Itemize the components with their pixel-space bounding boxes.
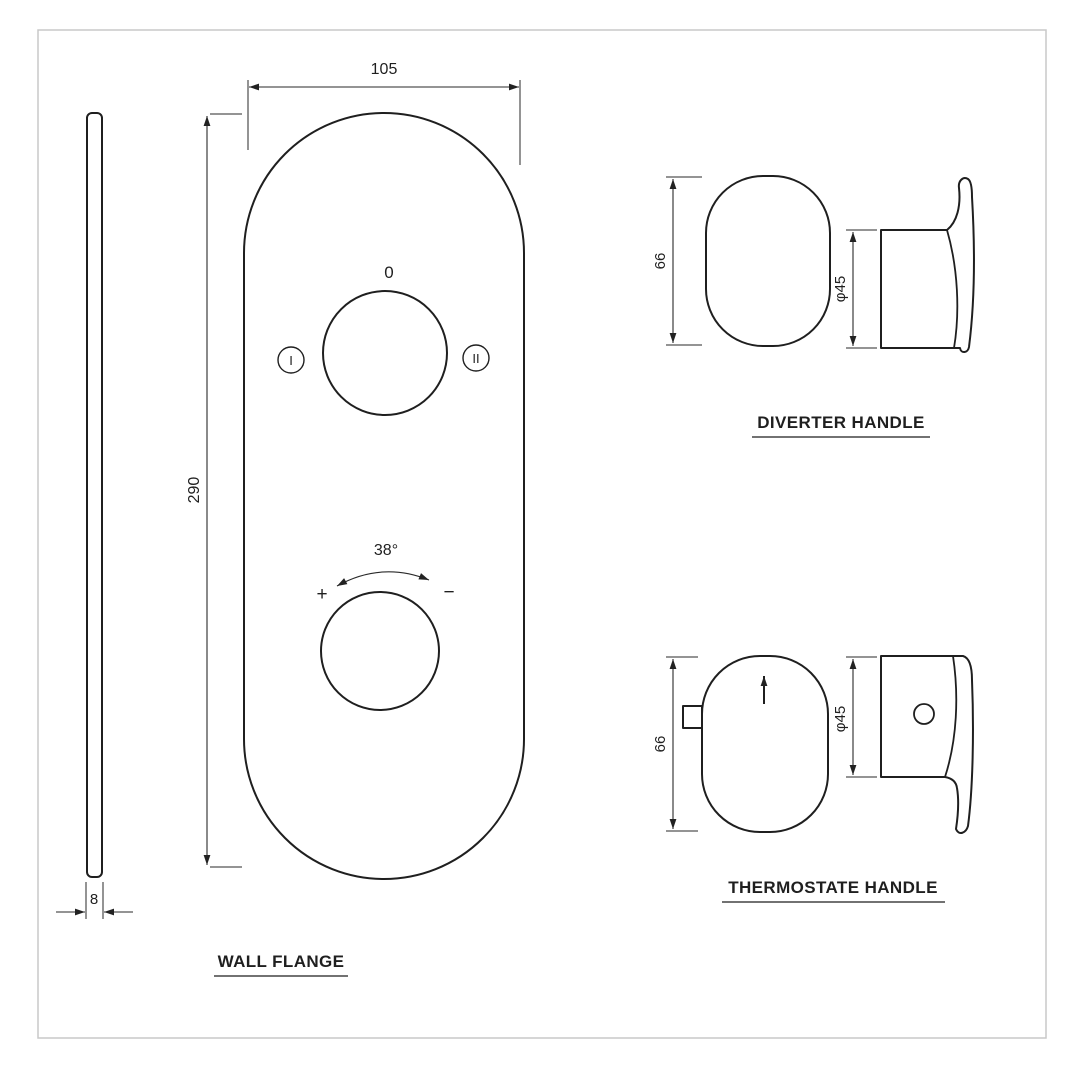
thermostat-handle-side-outline — [880, 655, 974, 834]
thermostat-handle-tab — [682, 705, 703, 729]
plus-label: + — [316, 584, 327, 605]
diverter-height-label: 66 — [652, 253, 669, 270]
position-two-label: II — [472, 351, 479, 366]
thermostat-handle-title: THERMOSTATE HANDLE — [728, 878, 938, 897]
diverter-diameter-label: φ45 — [832, 276, 849, 302]
thermostat-diameter-label: φ45 — [832, 706, 849, 732]
thermostat-handle-side-inner-curve — [944, 655, 958, 778]
diverter-handle-views: 66 φ45 DIVERTER HANDLE — [652, 175, 975, 438]
wall-flange-side-view: 8 — [56, 112, 133, 919]
diverter-zero-label: 0 — [384, 263, 393, 282]
thickness-dimension-label: 8 — [90, 891, 98, 908]
position-two-circle — [462, 344, 490, 372]
thermostat-handle-front-outline — [701, 655, 829, 833]
thermostat-knob-circle — [320, 591, 440, 711]
thermostat-side-screw-hole — [913, 703, 935, 725]
diverter-knob-circle — [322, 290, 448, 416]
height-dimension-label: 290 — [186, 477, 203, 504]
minus-label: − — [443, 582, 454, 603]
wall-flange-side-outline — [86, 112, 103, 878]
rotation-angle-label: 38° — [374, 542, 398, 559]
diverter-handle-title: DIVERTER HANDLE — [757, 413, 925, 432]
diverter-handle-side-inner-curve — [946, 229, 959, 349]
wall-flange-outline — [243, 112, 525, 880]
diverter-handle-side-outline — [880, 177, 975, 353]
wall-flange-title: WALL FLANGE — [218, 952, 345, 971]
rotation-arc-arrow — [336, 571, 430, 587]
thermostat-handle-views: 66 φ45 THERMOSTATE HANDLE — [652, 655, 974, 903]
wall-flange-front-view: 105 290 0 I II 38° + − WALL FLANGE — [186, 61, 525, 977]
diverter-handle-front-outline — [705, 175, 831, 347]
width-dimension-label: 105 — [371, 61, 398, 78]
position-one-circle — [277, 346, 305, 374]
position-one-label: I — [289, 353, 293, 368]
thermostat-height-label: 66 — [652, 736, 669, 753]
